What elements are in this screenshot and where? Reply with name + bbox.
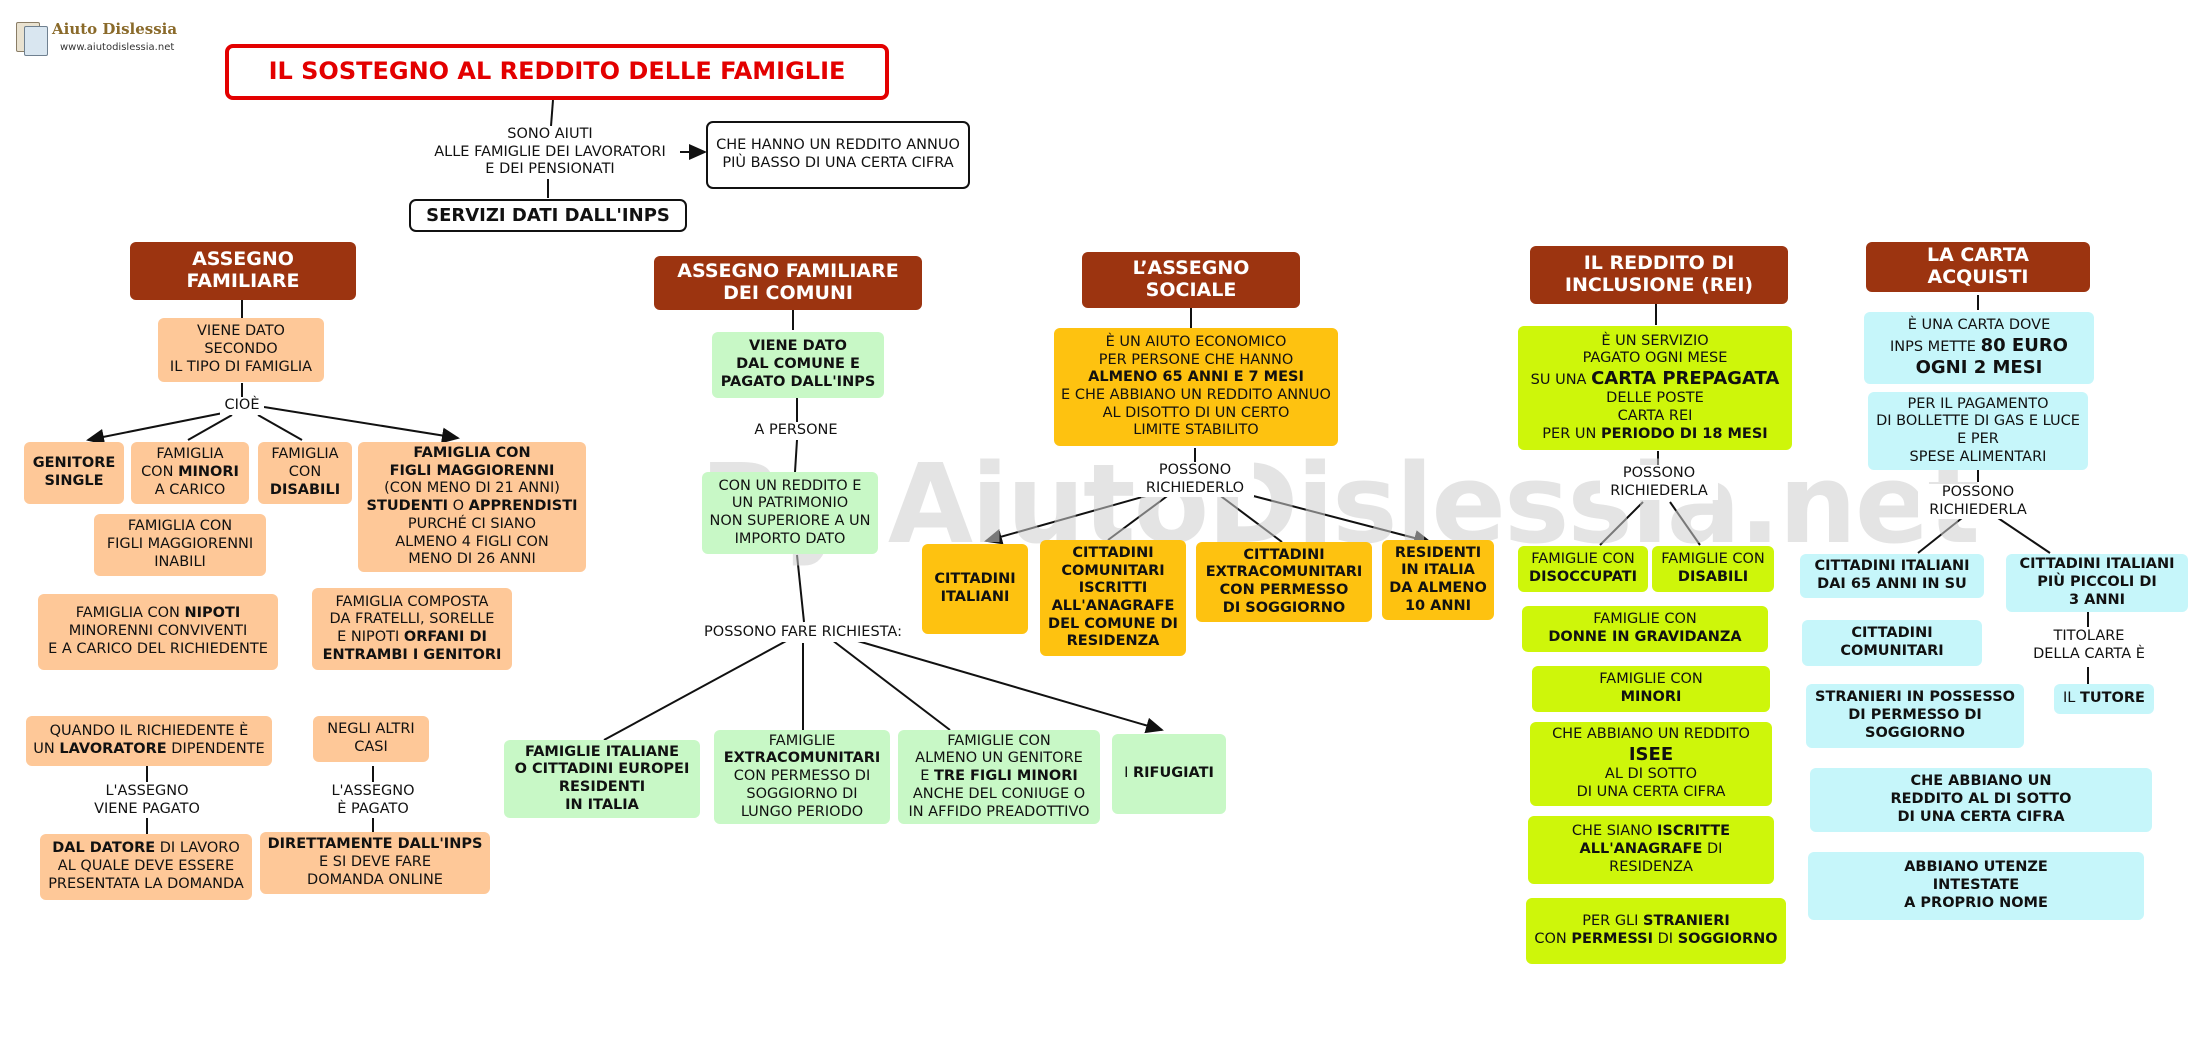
foreigners-permit-box: STRANIERI IN POSSESSO DI PERMESSO DI SOG… bbox=[1806, 684, 2024, 748]
carta-usage-box: PER IL PAGAMENTO DI BOLLETTE DI GAS E LU… bbox=[1868, 392, 2088, 470]
foreigners-box: PER GLI STRANIERI CON PERMESSI DI SOGGIO… bbox=[1526, 898, 1786, 964]
assegno-familiare-header: ASSEGNO FAMILIARE bbox=[130, 242, 356, 300]
italians-under-3-box: CITTADINI ITALIANI PIÙ PICCOLI DI 3 ANNI bbox=[2006, 554, 2188, 612]
card-holder-label: TITOLARE DELLA CARTA È bbox=[2033, 628, 2145, 662]
sociale-description-box: È UN AIUTO ECONOMICO PER PERSONE CHE HAN… bbox=[1054, 328, 1338, 446]
incapable-children-box: FAMIGLIA CON FIGLI MAGGIORENNI INABILI bbox=[94, 514, 266, 576]
services-box: SERVIZI DATI DALL'INPS bbox=[409, 199, 687, 232]
eu-citizens-box: CITTADINI COMUNITARI ISCRITTI ALL'ANAGRA… bbox=[1040, 540, 1186, 656]
income-limit-box: CON UN REDDITO E UN PATRIMONIO NON SUPER… bbox=[702, 472, 878, 554]
logo-url: www.aiutodislessia.net bbox=[60, 42, 175, 53]
italian-citizens-box: CITTADINI ITALIANI bbox=[922, 544, 1028, 634]
can-request-label: POSSONO FARE RICHIESTA: bbox=[695, 624, 911, 642]
rei-disabled-box: FAMIGLIE CON DISABILI bbox=[1652, 546, 1774, 592]
can-request-label-rei: POSSONO RICHIEDERLA bbox=[1600, 465, 1718, 501]
to-persons-label: A PERSONE bbox=[740, 422, 852, 440]
rei-description-box: È UN SERVIZIO PAGATO OGNI MESE SU UNA CA… bbox=[1518, 326, 1792, 450]
disabled-box: FAMIGLIA CON DISABILI bbox=[258, 442, 352, 504]
rei-header: IL REDDITO DI INCLUSIONE (REI) bbox=[1530, 246, 1788, 304]
italian-families-box: FAMIGLIE ITALIANE O CITTADINI EUROPEI RE… bbox=[504, 740, 700, 818]
eu-citizens-carta-box: CITTADINI COMUNITARI bbox=[1802, 620, 1982, 666]
three-children-box: FAMIGLIE CON ALMENO UN GENITORE E TRE FI… bbox=[898, 730, 1100, 824]
intro-label: SONO AIUTI ALLE FAMIGLIE DEI LAVORATORI … bbox=[420, 126, 680, 180]
adult-children-box: FAMIGLIA CON FIGLI MAGGIORENNI (CON MENO… bbox=[358, 442, 586, 572]
tutor-box: IL TUTORE bbox=[2054, 684, 2154, 714]
low-income-carta-box: CHE ABBIANO UN REDDITO AL DI SOTTO DI UN… bbox=[1810, 768, 2152, 832]
registry-box: CHE SIANO ISCRITTE ALL'ANAGRAFE DI RESID… bbox=[1528, 816, 1774, 884]
can-request-label-sociale: POSSONO RICHIEDERLO bbox=[1136, 462, 1254, 498]
assegno-comuni-header: ASSEGNO FAMILIARE DEI COMUNI bbox=[654, 256, 922, 310]
paid-label-employer: L'ASSEGNO VIENE PAGATO bbox=[80, 783, 214, 819]
logo-name: Aiuto Dislessia bbox=[52, 20, 178, 38]
rei-minors-box: FAMIGLIE CON MINORI bbox=[1532, 666, 1770, 712]
non-eu-families-box: FAMIGLIE EXTRACOMUNITARI CON PERMESSO DI… bbox=[714, 730, 890, 824]
non-eu-citizens-box: CITTADINI EXTRACOMUNITARI CON PERMESSO D… bbox=[1196, 542, 1372, 622]
family-type-box: VIENE DATO SECONDO IL TIPO DI FAMIGLIA bbox=[158, 318, 324, 382]
isee-box: CHE ABBIANO UN REDDITO ISEE AL DI SOTTO … bbox=[1530, 722, 1772, 806]
assegno-sociale-header: L’ASSEGNO SOCIALE bbox=[1082, 252, 1300, 308]
orphans-box: FAMIGLIA COMPOSTA DA FRATELLI, SORELLE E… bbox=[312, 588, 512, 670]
carta-acquisti-header: LA CARTA ACQUISTI bbox=[1866, 242, 2090, 292]
employer-box: DAL DATORE DI LAVORO AL QUALE DEVE ESSER… bbox=[40, 834, 252, 900]
grandchildren-box: FAMIGLIA CON NIPOTI MINORENNI CONVIVENTI… bbox=[38, 594, 278, 670]
minors-box: FAMIGLIA CON MINORI A CARICO bbox=[131, 442, 249, 504]
inps-online-box: DIRETTAMENTE DALL'INPS E SI DEVE FARE DO… bbox=[260, 832, 490, 894]
low-income-box: CHE HANNO UN REDDITO ANNUO PIÙ BASSO DI … bbox=[706, 121, 970, 189]
utilities-box: ABBIANO UTENZE INTESTATE A PROPRIO NOME bbox=[1808, 852, 2144, 920]
paid-label-inps: L'ASSEGNO È PAGATO bbox=[316, 783, 430, 819]
carta-description-box: È UNA CARTA DOVE INPS METTE 80 EURO OGNI… bbox=[1864, 312, 2094, 384]
logo: Aiuto Dislessia www.aiutodislessia.net bbox=[16, 20, 177, 60]
employee-box: QUANDO IL RICHIEDENTE È UN LAVORATORE DI… bbox=[26, 716, 272, 766]
unemployed-box: FAMIGLIE CON DISOCCUPATI bbox=[1518, 546, 1648, 592]
pregnancy-box: FAMIGLIE CON DONNE IN GRAVIDANZA bbox=[1522, 606, 1768, 652]
refugees-box: I RIFUGIATI bbox=[1112, 734, 1226, 814]
can-request-label-carta: POSSONO RICHIEDERLA bbox=[1918, 484, 2038, 520]
residents-box: RESIDENTI IN ITALIA DA ALMENO 10 ANNI bbox=[1382, 540, 1494, 620]
page-title: IL SOSTEGNO AL REDDITO DELLE FAMIGLIE bbox=[225, 44, 889, 100]
italians-65-box: CITTADINI ITALIANI DAI 65 ANNI IN SU bbox=[1800, 554, 1984, 598]
cioe-label: CIOÈ bbox=[220, 397, 264, 415]
given-by-comune-box: VIENE DATO DAL COMUNE E PAGATO DALL'INPS bbox=[712, 332, 884, 398]
single-parent-box: GENITORE SINGLE bbox=[24, 442, 124, 504]
book-icon bbox=[24, 26, 48, 56]
other-cases-box: NEGLI ALTRI CASI bbox=[313, 716, 429, 762]
